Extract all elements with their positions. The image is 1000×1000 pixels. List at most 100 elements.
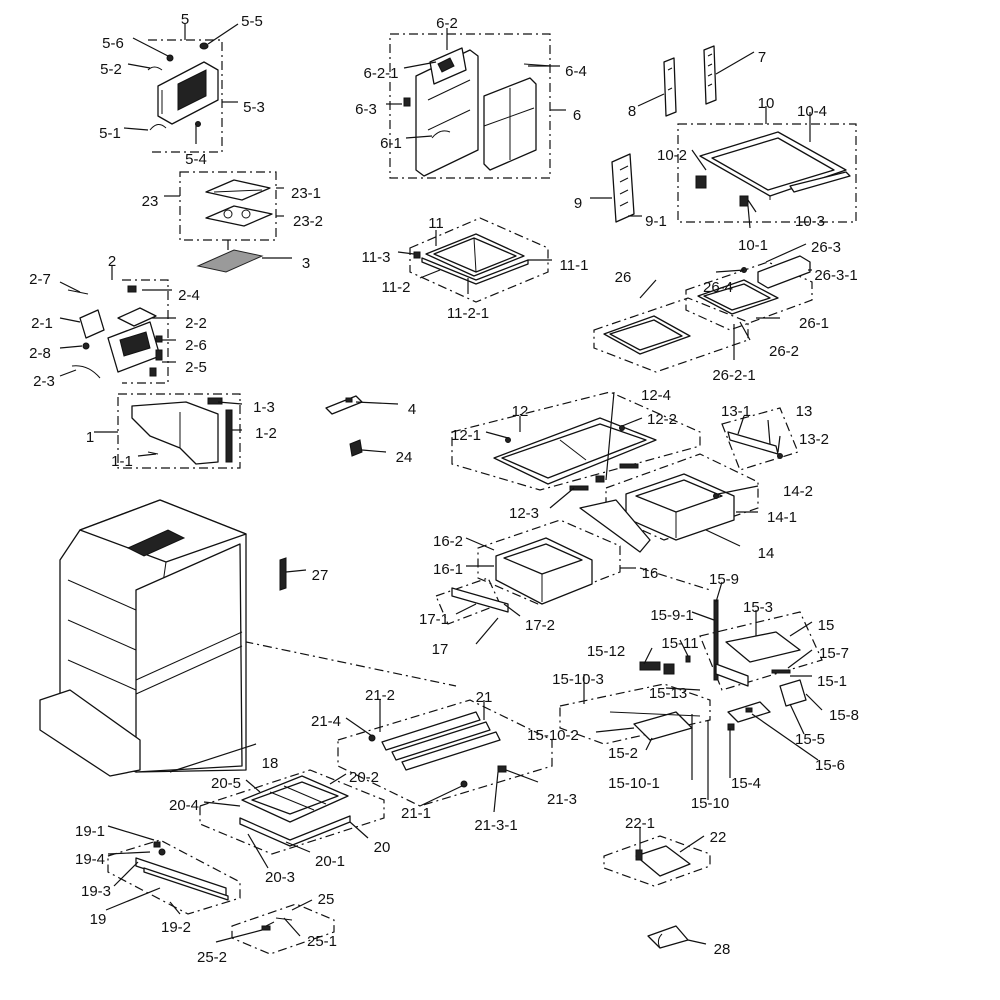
callout-label-15-10-3: 15-10-3 [552, 671, 604, 688]
callout-label-2-7: 2-7 [29, 271, 51, 288]
callout-label-22: 22 [710, 829, 727, 846]
callout-label-15-2: 15-2 [608, 745, 638, 762]
callout-label-6-3: 6-3 [355, 101, 377, 118]
part-17-rail [451, 587, 509, 613]
callout-label-13: 13 [796, 403, 813, 420]
box-6 [389, 33, 551, 179]
part-4-cover [325, 395, 363, 415]
callout-label-15-5: 15-5 [795, 731, 825, 748]
callout-label-26: 26 [615, 269, 632, 286]
callout-label-23-2: 23-2 [293, 213, 323, 230]
callout-label-15-4: 15-4 [731, 775, 761, 792]
callout-label-15-6: 15-6 [815, 757, 845, 774]
part-21-rails [368, 711, 507, 788]
callout-label-15-12: 15-12 [587, 643, 625, 660]
box-1 [117, 393, 241, 469]
callout-label-1-1: 1-1 [111, 453, 133, 470]
callout-label-20-4: 20-4 [169, 797, 199, 814]
callout-label-15-7: 15-7 [819, 645, 849, 662]
part-3-tray [196, 249, 264, 273]
callout-label-15-10-2: 15-10-2 [527, 727, 579, 744]
box-22 [603, 835, 711, 887]
callout-label-19: 19 [90, 911, 107, 928]
box-26b [685, 261, 813, 331]
callout-label-3: 3 [302, 255, 310, 272]
callout-label-12-2: 12-2 [647, 411, 677, 428]
callout-label-18: 18 [262, 755, 279, 772]
callout-label-6-2: 6-2 [436, 15, 458, 32]
callout-label-17-1: 17-1 [419, 611, 449, 628]
callout-label-15-13: 15-13 [649, 685, 687, 702]
callout-label-10-2: 10-2 [657, 147, 687, 164]
callout-label-25-1: 25-1 [307, 933, 337, 950]
callout-label-19-1: 19-1 [75, 823, 105, 840]
part-10-shelf [695, 131, 851, 207]
callout-label-2-2: 2-2 [185, 315, 207, 332]
callout-label-15-10: 15-10 [691, 795, 729, 812]
part-9-rail [611, 153, 635, 223]
part-19-rail [135, 841, 229, 901]
callout-label-12-3: 12-3 [509, 505, 539, 522]
callout-label-11: 11 [428, 215, 444, 232]
callout-label-14-2: 14-2 [783, 483, 813, 500]
part-5-assembly [147, 42, 219, 131]
callout-label-6-2-1: 6-2-1 [363, 65, 398, 82]
callout-label-5-5: 5-5 [241, 13, 263, 30]
callout-label-2-8: 2-8 [29, 345, 51, 362]
part-28-cover [647, 925, 689, 949]
part-24-clip [349, 439, 363, 457]
callout-label-6-4: 6-4 [565, 63, 587, 80]
callout-label-10-4: 10-4 [797, 103, 827, 120]
callout-label-12-4: 12-4 [641, 387, 671, 404]
callout-label-15-9: 15-9 [709, 571, 739, 588]
callout-label-14-1: 14-1 [767, 509, 797, 526]
callout-label-7: 7 [758, 49, 766, 66]
part-1-ice-bucket [131, 397, 233, 465]
callout-label-19-2: 19-2 [161, 919, 191, 936]
callout-label-9-1: 9-1 [645, 213, 667, 230]
part-6-door [403, 47, 553, 177]
box-21 [337, 699, 553, 807]
callout-label-26-3-1: 26-3-1 [814, 267, 857, 284]
callout-label-22-1: 22-1 [625, 815, 655, 832]
callout-label-2-1: 2-1 [31, 315, 53, 332]
callout-label-1-2: 1-2 [255, 425, 277, 442]
callout-label-28: 28 [714, 941, 731, 958]
part-11-shelf [413, 233, 529, 285]
callout-label-26-1: 26-1 [799, 315, 829, 332]
callout-label-21-3-1: 21-3-1 [474, 817, 517, 834]
part-14-drawer [579, 473, 735, 553]
box-14-link [639, 567, 711, 591]
box-20 [199, 769, 385, 855]
box-10 [677, 123, 857, 223]
callout-label-4: 4 [408, 401, 416, 418]
callout-label-15-9-1: 15-9-1 [650, 607, 693, 624]
part-22-cover [635, 845, 691, 877]
callout-label-23-1: 23-1 [291, 185, 321, 202]
callout-label-15-1: 15-1 [817, 673, 847, 690]
callout-label-5-2: 5-2 [100, 61, 122, 78]
callout-label-16-1: 16-1 [433, 561, 463, 578]
box-16 [477, 519, 621, 605]
callout-label-5-3: 5-3 [243, 99, 265, 116]
callout-label-5: 5 [181, 11, 189, 28]
callout-label-8: 8 [628, 103, 636, 120]
callout-label-25: 25 [318, 891, 335, 908]
callout-label-24: 24 [396, 449, 413, 466]
callout-label-1-3: 1-3 [253, 399, 275, 416]
callout-label-1: 1 [86, 429, 94, 446]
callout-label-11-2: 11-2 [382, 279, 411, 296]
part-7-8-rails [663, 45, 717, 117]
callout-label-25-2: 25-2 [197, 949, 227, 966]
box-14 [605, 453, 759, 541]
part-15-assembly [609, 599, 807, 741]
callout-label-19-3: 19-3 [81, 883, 111, 900]
cabinet-body [39, 499, 247, 777]
callout-label-21-2: 21-2 [365, 687, 395, 704]
callout-label-11-3: 11-3 [362, 249, 391, 266]
callout-label-26-4: 26-4 [703, 279, 733, 296]
part-16-drawer [495, 537, 593, 605]
callout-label-19-4: 19-4 [75, 851, 105, 868]
callout-label-9: 9 [574, 195, 582, 212]
